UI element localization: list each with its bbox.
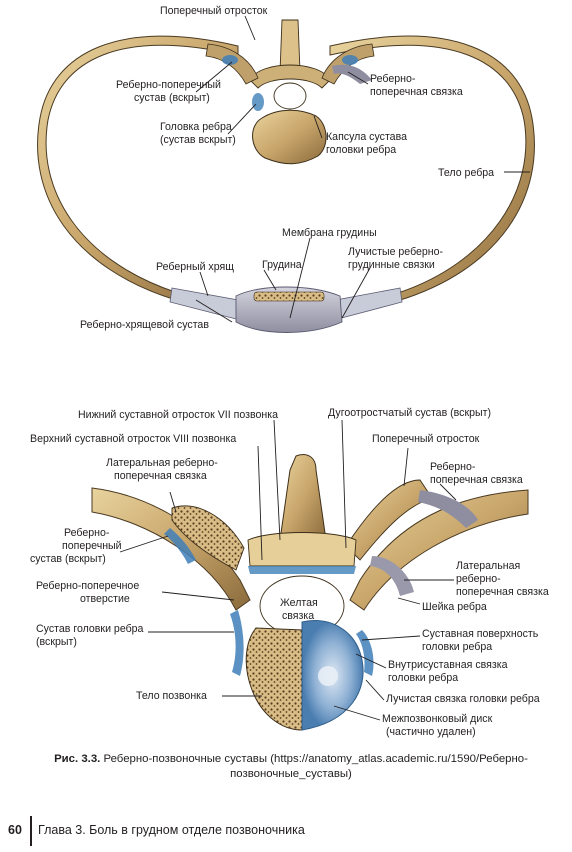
caption-text: Реберно-позвоночные суставы (https://ana… — [100, 753, 528, 780]
right-lateral-ligament-shape — [370, 556, 414, 596]
label-costotransverse-joint-bottom-2: поперечный — [62, 540, 122, 552]
chapter-title: Глава 3. Боль в грудном отделе позвоночн… — [38, 823, 305, 837]
label-inferior-articular-process: Нижний суставной отросток VII позвонка — [78, 409, 278, 421]
label-zygapophyseal-joint: Дугоотростчатый сустав (вскрыт) — [328, 407, 491, 419]
label-intraarticular-ligament-1: Внутрисуставная связка — [388, 659, 508, 671]
label-rib-head-2: (сустав вскрыт) — [160, 134, 236, 146]
top-figure: Поперечный отросток Реберно-поперечный с… — [37, 5, 535, 333]
label-ligamentum-flavum-2: связка — [282, 610, 314, 622]
label-capsule-2: головки ребра — [326, 144, 396, 156]
right-rib-head-joint-shape — [356, 630, 374, 676]
right-costotransverse-joint-shape — [342, 55, 358, 65]
label-costotransverse-joint-bottom-1: Реберно- — [64, 527, 110, 539]
label-costochondral-joint: Реберно-хрящевой сустав — [80, 319, 209, 331]
left-rib-head-joint-shape — [230, 610, 244, 676]
caption-prefix: Рис. 3.3. — [54, 753, 101, 765]
label-rib-head-1: Головка ребра — [160, 121, 232, 133]
lamina-bottom — [247, 532, 357, 567]
label-costotransverse-joint-top-1: Реберно-поперечный — [116, 79, 221, 91]
label-lateral-costotransverse-left-2: поперечная связка — [114, 470, 207, 482]
label-costotransverse-ligament-top-1: Реберно- — [370, 73, 416, 85]
right-costotransverse-ligament-shape — [418, 490, 478, 528]
footer-divider — [30, 816, 32, 846]
spinous-process-bottom — [279, 454, 327, 541]
label-ligamentum-flavum-1: Желтая — [280, 597, 318, 609]
bottom-figure: Нижний суставной отросток VII позвонка Д… — [30, 407, 549, 738]
label-intervertebral-disc-1: Межпозвонковый диск — [382, 713, 493, 725]
label-costotransverse-joint-top-2: сустав (вскрыт) — [134, 92, 210, 104]
label-superior-articular-process: Верхний суставной отросток VIII позвонка — [30, 433, 236, 445]
vertebra-canal — [273, 82, 307, 110]
figure-caption: Рис. 3.3. Реберно-позвоночные суставы (h… — [26, 752, 556, 782]
label-vertebral-body: Тело позвонка — [136, 690, 207, 702]
label-costotransverse-ligament-top-2: поперечная связка — [370, 86, 463, 98]
label-intervertebral-disc-2: (частично удален) — [386, 726, 476, 738]
left-costal-cartilage — [169, 287, 241, 321]
right-costal-cartilage — [333, 287, 403, 321]
page-footer: 60 Глава 3. Боль в грудном отделе позвон… — [0, 812, 572, 846]
label-lateral-costotransverse-right-1: Латеральная — [456, 560, 520, 572]
label-radiate-ligament: Лучистая связка головки ребра — [386, 693, 540, 705]
vertebral-body-left — [245, 627, 303, 731]
zygapophyseal-joint-shape — [248, 566, 356, 574]
label-capsule-1: Капсула сустава — [326, 131, 407, 143]
left-costotransverse-joint-shape-bottom — [164, 528, 196, 564]
label-transverse-process-bottom: Поперечный отросток — [372, 433, 480, 445]
label-radiate-sternocostal-2: грудинные связки — [348, 259, 435, 271]
spinous-process — [279, 19, 301, 73]
left-costotransverse-joint-shape — [222, 55, 238, 65]
label-costotransverse-joint-bottom-3: сустав (вскрыт) — [30, 553, 106, 565]
left-rib-bottom — [91, 487, 251, 611]
label-lateral-costotransverse-right-2: реберно- — [456, 573, 501, 585]
label-articular-surface-1: Суставная поверхность — [422, 628, 539, 640]
right-rib-bottom — [349, 489, 529, 611]
label-rib-body: Тело ребра — [438, 167, 494, 179]
label-intraarticular-ligament-2: головки ребра — [388, 672, 458, 684]
vertebra-body — [252, 109, 327, 165]
label-transverse-process-top: Поперечный отросток — [160, 5, 268, 17]
left-transverse-process-bottom — [171, 505, 245, 571]
label-lateral-costotransverse-right-3: поперечная связка — [456, 586, 549, 598]
label-radiate-sternocostal-1: Лучистые реберно- — [348, 246, 444, 258]
sternum-marrow — [253, 291, 325, 302]
label-articular-surface-2: головки ребра — [422, 641, 492, 653]
label-sternum-membrane: Мембрана грудины — [282, 227, 377, 239]
label-rib-head-joint-2: (вскрыт) — [36, 636, 77, 648]
label-lateral-costotransverse-left-1: Латеральная реберно- — [106, 457, 218, 469]
label-costotransverse-ligament-bottom-1: Реберно- — [430, 461, 476, 473]
label-rib-head-joint-1: Сустав головки ребра — [36, 623, 144, 635]
label-sternum: Грудина — [262, 259, 302, 271]
page-number: 60 — [8, 823, 22, 837]
label-costotransverse-foramen-2: отверстие — [80, 593, 130, 605]
rib-head-shape — [252, 93, 264, 111]
label-costotransverse-foramen-1: Реберно-поперечное — [36, 580, 139, 592]
label-costotransverse-ligament-bottom-2: поперечная связка — [430, 474, 523, 486]
label-rib-neck: Шейка ребра — [422, 601, 487, 613]
label-costal-cartilage: Реберный хрящ — [156, 261, 234, 273]
